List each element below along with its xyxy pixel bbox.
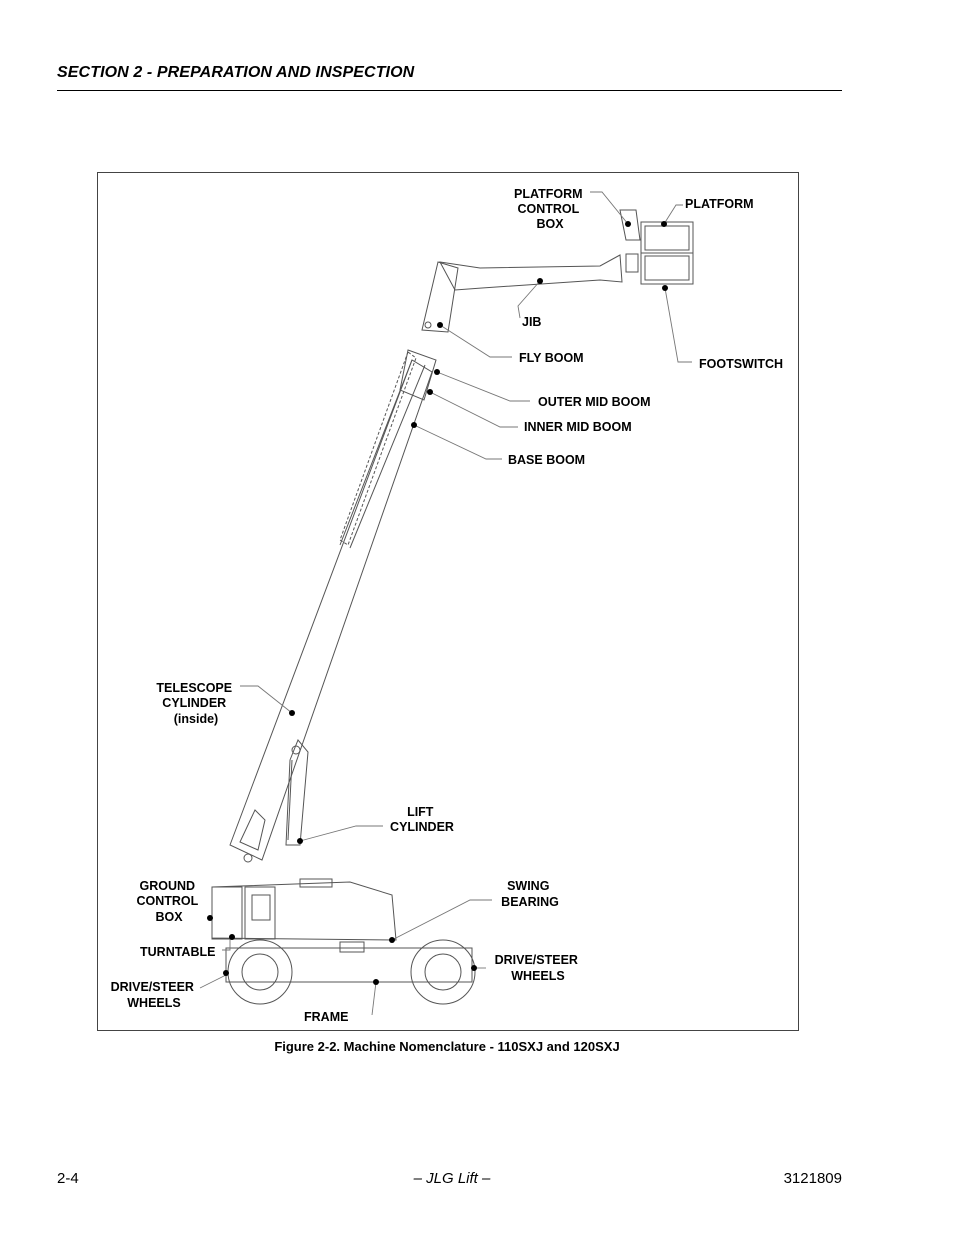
jib-outline (439, 254, 623, 291)
label-drive-steer-wheels-left: DRIVE/STEER WHEELS (111, 980, 198, 1010)
figure-caption-text: Figure 2-2. Machine Nomenclature - 110SX… (274, 1039, 620, 1054)
label-jib: JIB (522, 315, 541, 329)
section-title: SECTION 2 - PREPARATION AND INSPECTION (57, 64, 415, 81)
turntable-outline (211, 881, 397, 941)
label-frame: FRAME (304, 1010, 348, 1024)
label-platform: PLATFORM (685, 197, 754, 211)
label-base-boom: BASE BOOM (508, 453, 585, 467)
telescope-cylinder-chain (339, 351, 417, 546)
label-inner-mid-boom: INNER MID BOOM (524, 420, 632, 434)
footer-center-text: – JLG Lift – (413, 1170, 491, 1187)
left-wheel-outline (227, 939, 293, 1005)
right-wheel-outline (410, 939, 476, 1005)
label-platform-control-box: PLATFORM CONTROL BOX (514, 187, 586, 231)
label-footswitch: FOOTSWITCH (699, 357, 783, 371)
figure-caption: Figure 2-2. Machine Nomenclature - 110SX… (0, 1039, 954, 1054)
figure-frame (97, 172, 799, 1031)
document-number: 3121809 (783, 1170, 842, 1187)
page-number: 2-4 (57, 1170, 79, 1187)
fly-boom-outline (421, 261, 459, 333)
label-lift-cylinder: LIFT CYLINDER (390, 805, 454, 834)
lift-cylinder-outline (285, 739, 309, 846)
base-boom-outline (229, 359, 433, 861)
label-ground-control-box: GROUND CONTROL BOX (136, 879, 201, 924)
label-telescope-cylinder: TELESCOPE CYLINDER (inside) (156, 681, 235, 726)
label-outer-mid-boom: OUTER MID BOOM (538, 395, 651, 409)
header-rule (57, 90, 842, 91)
label-swing-bearing: SWING BEARING (501, 879, 559, 909)
platform-control-box-outline (619, 209, 641, 241)
frame-outline (225, 947, 473, 983)
label-turntable: TURNTABLE (140, 945, 215, 959)
footer-center: – JLG Lift – (0, 1170, 954, 1187)
label-fly-boom: FLY BOOM (519, 351, 584, 365)
boom-pivot (239, 809, 266, 851)
label-drive-steer-wheels-right: DRIVE/STEER WHEELS (495, 953, 582, 983)
